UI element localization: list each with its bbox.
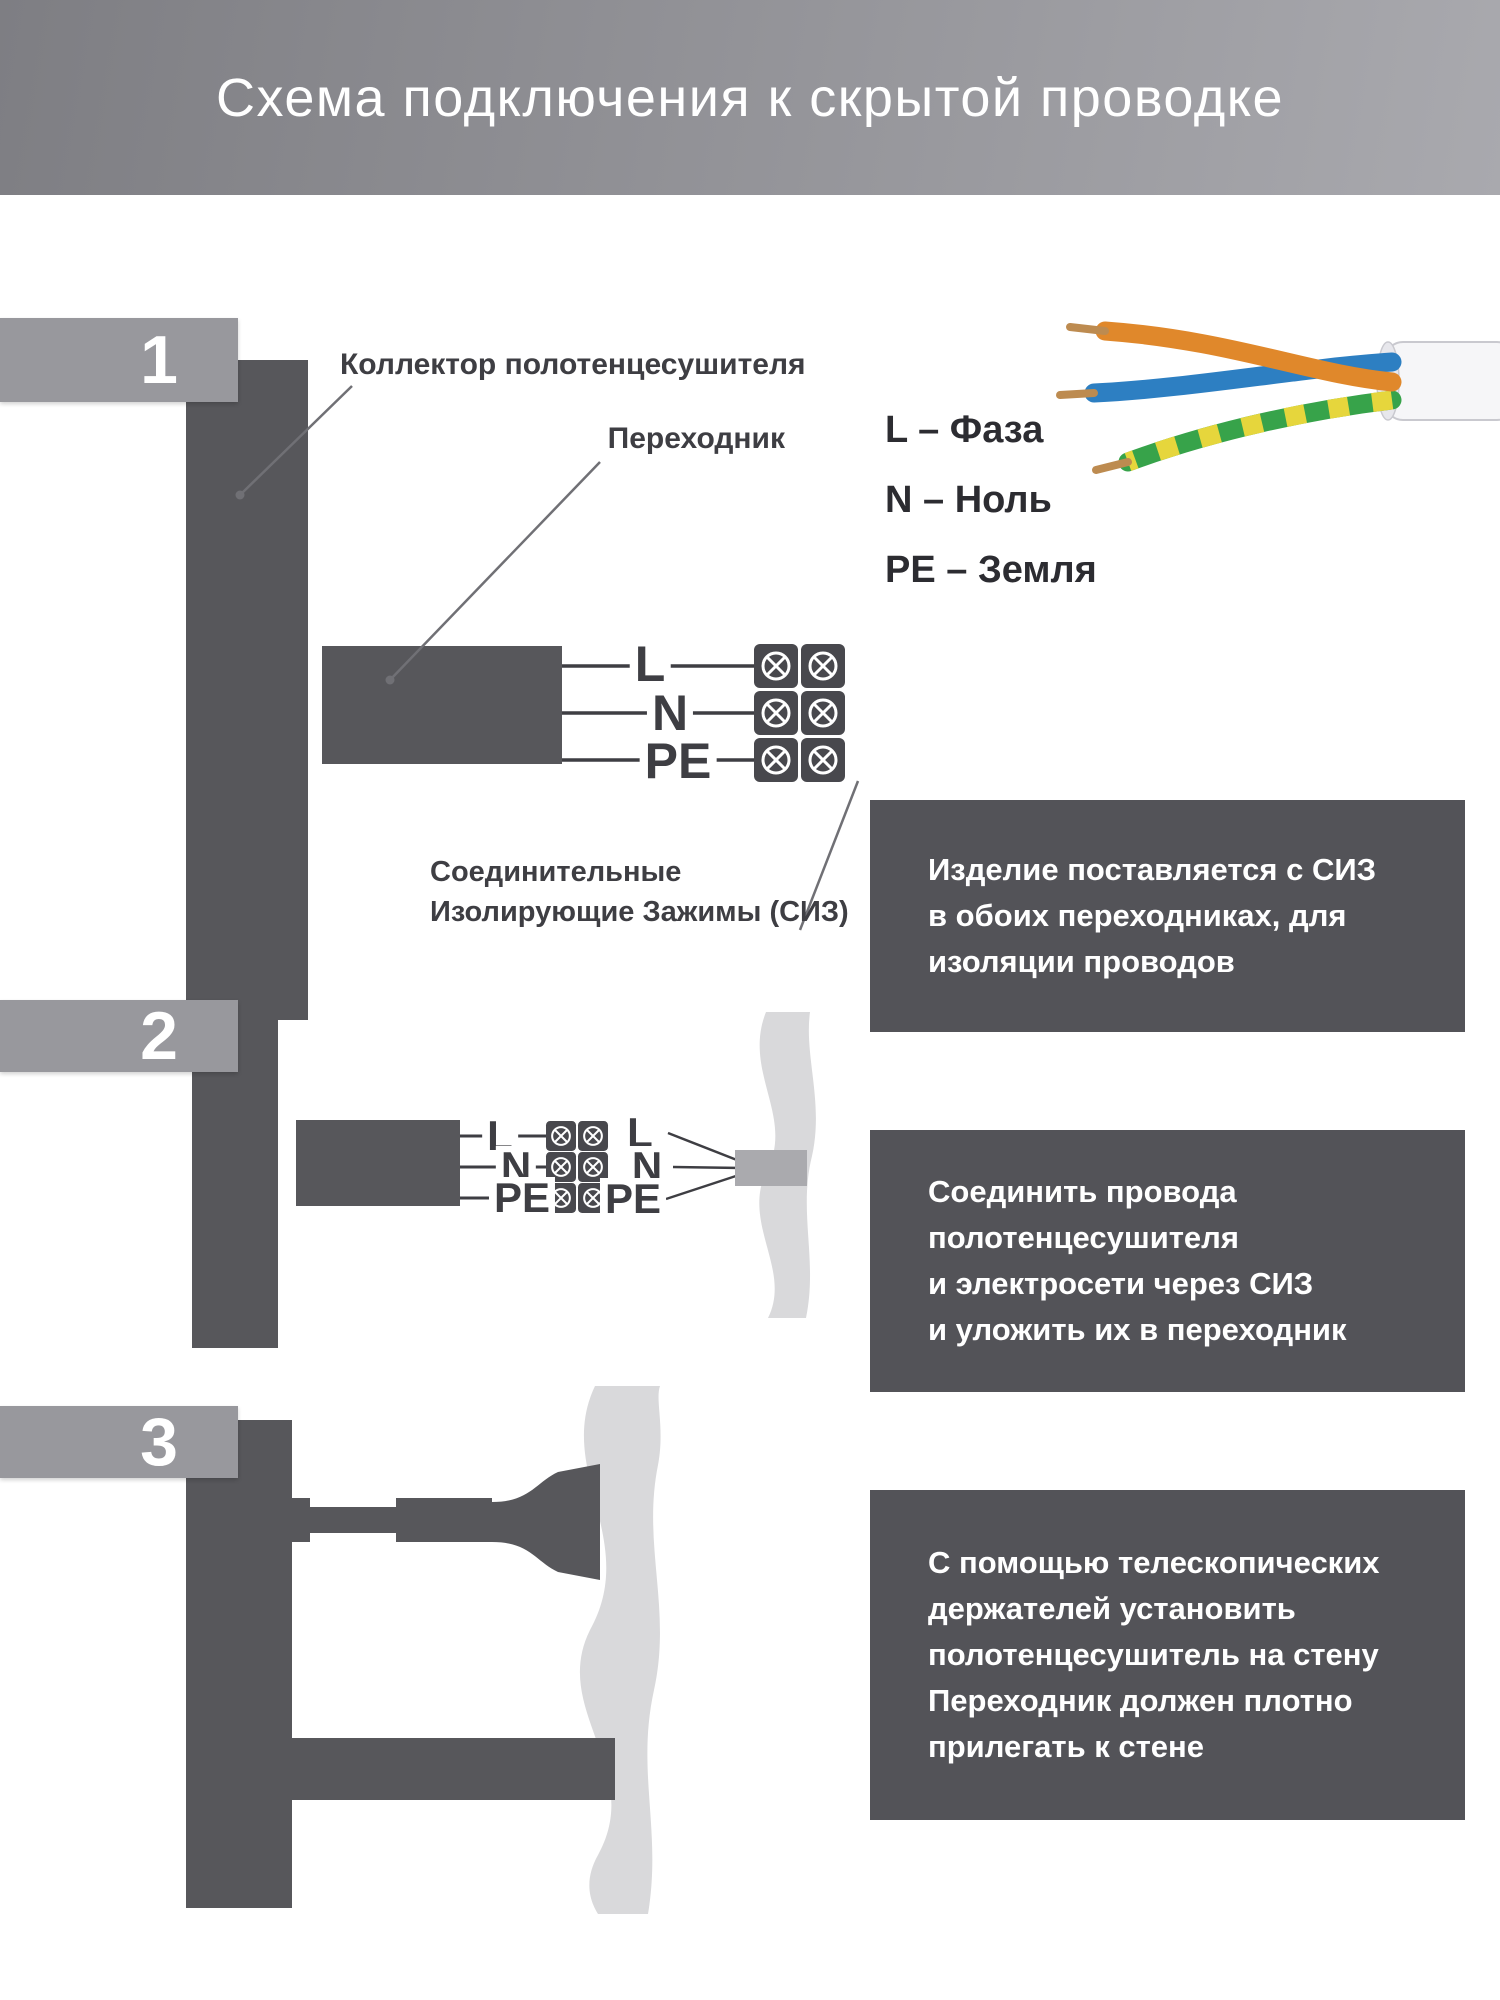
step-1-note-text: Изделие поставляется с СИЗ в обоих перех… xyxy=(928,852,1377,979)
leader-dot-adapter xyxy=(385,675,395,685)
step-3-note-text: С помощью телескопических держателей уст… xyxy=(928,1545,1380,1764)
siz-clamps xyxy=(752,642,847,784)
step-1-note-box: Изделие поставляется с СИЗ в обоих перех… xyxy=(870,800,1465,1032)
adapter-box xyxy=(296,1120,460,1206)
step-2-number: 2 xyxy=(140,998,178,1074)
towel-rail-collector-bar xyxy=(186,360,308,1020)
step-3-note-box: С помощью телескопических держателей уст… xyxy=(870,1490,1465,1820)
step1-wire-label-L: L xyxy=(629,639,671,689)
earth-wire-stripe xyxy=(1124,390,1394,471)
step2-wire-label-PE: PE xyxy=(488,1177,556,1219)
wall-conduit-stub xyxy=(735,1150,807,1186)
leader-lines xyxy=(239,385,860,931)
collector-label: Коллектор полотенцесушителя xyxy=(340,348,806,381)
header: Схема подключения к скрытой проводке xyxy=(0,0,1500,195)
towel-rail-collector-bar xyxy=(186,1420,292,1908)
telescopic-holder xyxy=(290,1464,600,1580)
holder-flange xyxy=(492,1464,600,1580)
step-1-tab: 1 xyxy=(0,318,238,402)
earth-wire-copper-tip xyxy=(1092,458,1132,474)
siz-clamps xyxy=(544,1119,610,1215)
adapter-box xyxy=(322,646,562,764)
step-2-tab: 2 xyxy=(0,1000,238,1072)
phase-wire xyxy=(1095,321,1402,392)
adapter-against-wall xyxy=(292,1738,615,1800)
step1-wire-label-N: N xyxy=(646,688,694,738)
neutral-wire-copper-tip xyxy=(1056,389,1098,399)
step-2-note-text: Соединить провода полотенцесушителя и эл… xyxy=(928,1174,1347,1347)
legend-neutral: N – Ноль xyxy=(885,479,1052,521)
leader-dot-collector xyxy=(235,490,245,500)
wall-wire-fan-lines xyxy=(665,1131,743,1201)
step3-schematic xyxy=(186,1386,661,1914)
page-title: Схема подключения к скрытой проводке xyxy=(215,67,1285,128)
cable-sheath xyxy=(1384,341,1500,421)
step-1-number: 1 xyxy=(140,322,178,398)
step-3-tab: 3 xyxy=(0,1406,238,1478)
cable-illustration xyxy=(1056,321,1500,474)
step1-wire-label-PE: PE xyxy=(639,736,717,786)
phase-wire-copper-tip xyxy=(1066,323,1109,335)
wall-cutout xyxy=(579,1386,661,1914)
step2-wall-wire-label-PE: PE xyxy=(599,1178,667,1220)
legend-phase: L – Фаза xyxy=(885,409,1044,451)
step-3-number: 3 xyxy=(140,1404,178,1480)
step-2-note-box: Соединить провода полотенцесушителя и эл… xyxy=(870,1130,1465,1392)
cable-legend: L – Фаза N – Ноль PE – Земля xyxy=(885,395,1097,605)
siz-label: Соединительные Изолирующие Зажимы (СИЗ) xyxy=(430,856,849,928)
legend-earth: PE – Земля xyxy=(885,549,1097,591)
adapter-label: Переходник xyxy=(607,422,785,455)
neutral-wire xyxy=(1084,352,1402,403)
